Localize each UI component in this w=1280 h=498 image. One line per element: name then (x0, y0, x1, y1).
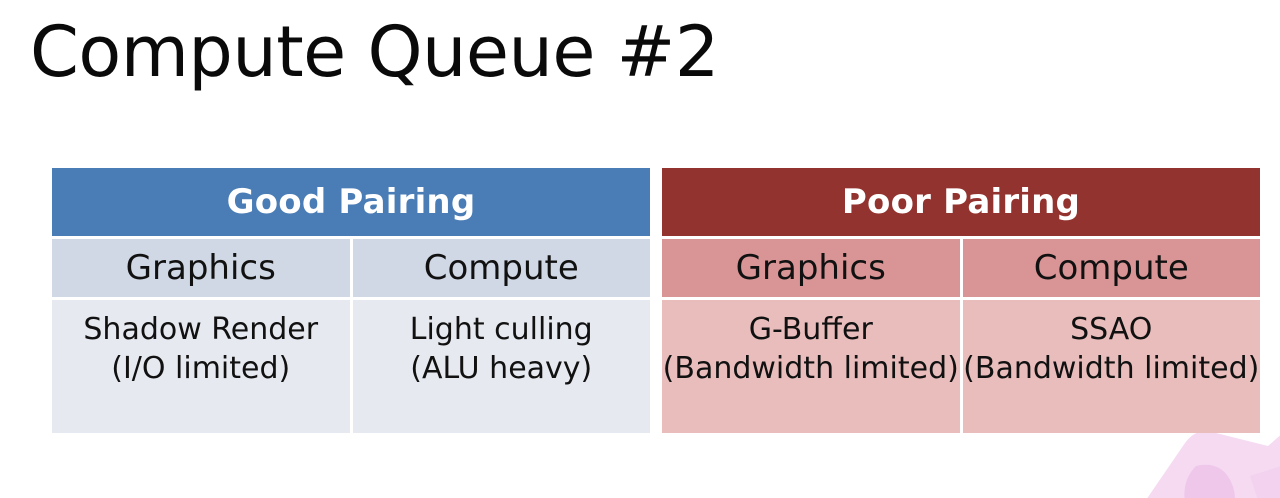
poor-pairing-cell-compute: SSAO (Bandwidth limited) (962, 300, 1260, 433)
poor-pairing-cell-graphics: G-Buffer (Bandwidth limited) (662, 300, 960, 433)
pairing-tables: Good Pairing Graphics Compute Shadow Ren… (52, 168, 1260, 436)
poor-pairing-header: Poor Pairing (662, 168, 1260, 236)
good-pairing-column-graphics: Graphics (52, 239, 350, 297)
good-pairing-cell-graphics: Shadow Render (I/O limited) (52, 300, 350, 433)
table-row: Shadow Render (I/O limited) Light cullin… (52, 300, 650, 433)
good-pairing-column-headers: Graphics Compute (52, 239, 650, 297)
poor-pairing-table: Poor Pairing Graphics Compute G-Buffer (… (662, 168, 1260, 436)
table-row: G-Buffer (Bandwidth limited) SSAO (Bandw… (662, 300, 1260, 433)
good-pairing-column-compute: Compute (352, 239, 650, 297)
page-title: Compute Queue #2 (30, 11, 719, 93)
poor-pairing-column-graphics: Graphics (662, 239, 960, 297)
good-pairing-table: Good Pairing Graphics Compute Shadow Ren… (52, 168, 650, 436)
good-pairing-cell-compute: Light culling (ALU heavy) (352, 300, 650, 433)
good-pairing-header: Good Pairing (52, 168, 650, 236)
poor-pairing-column-compute: Compute (962, 239, 1260, 297)
poor-pairing-column-headers: Graphics Compute (662, 239, 1260, 297)
